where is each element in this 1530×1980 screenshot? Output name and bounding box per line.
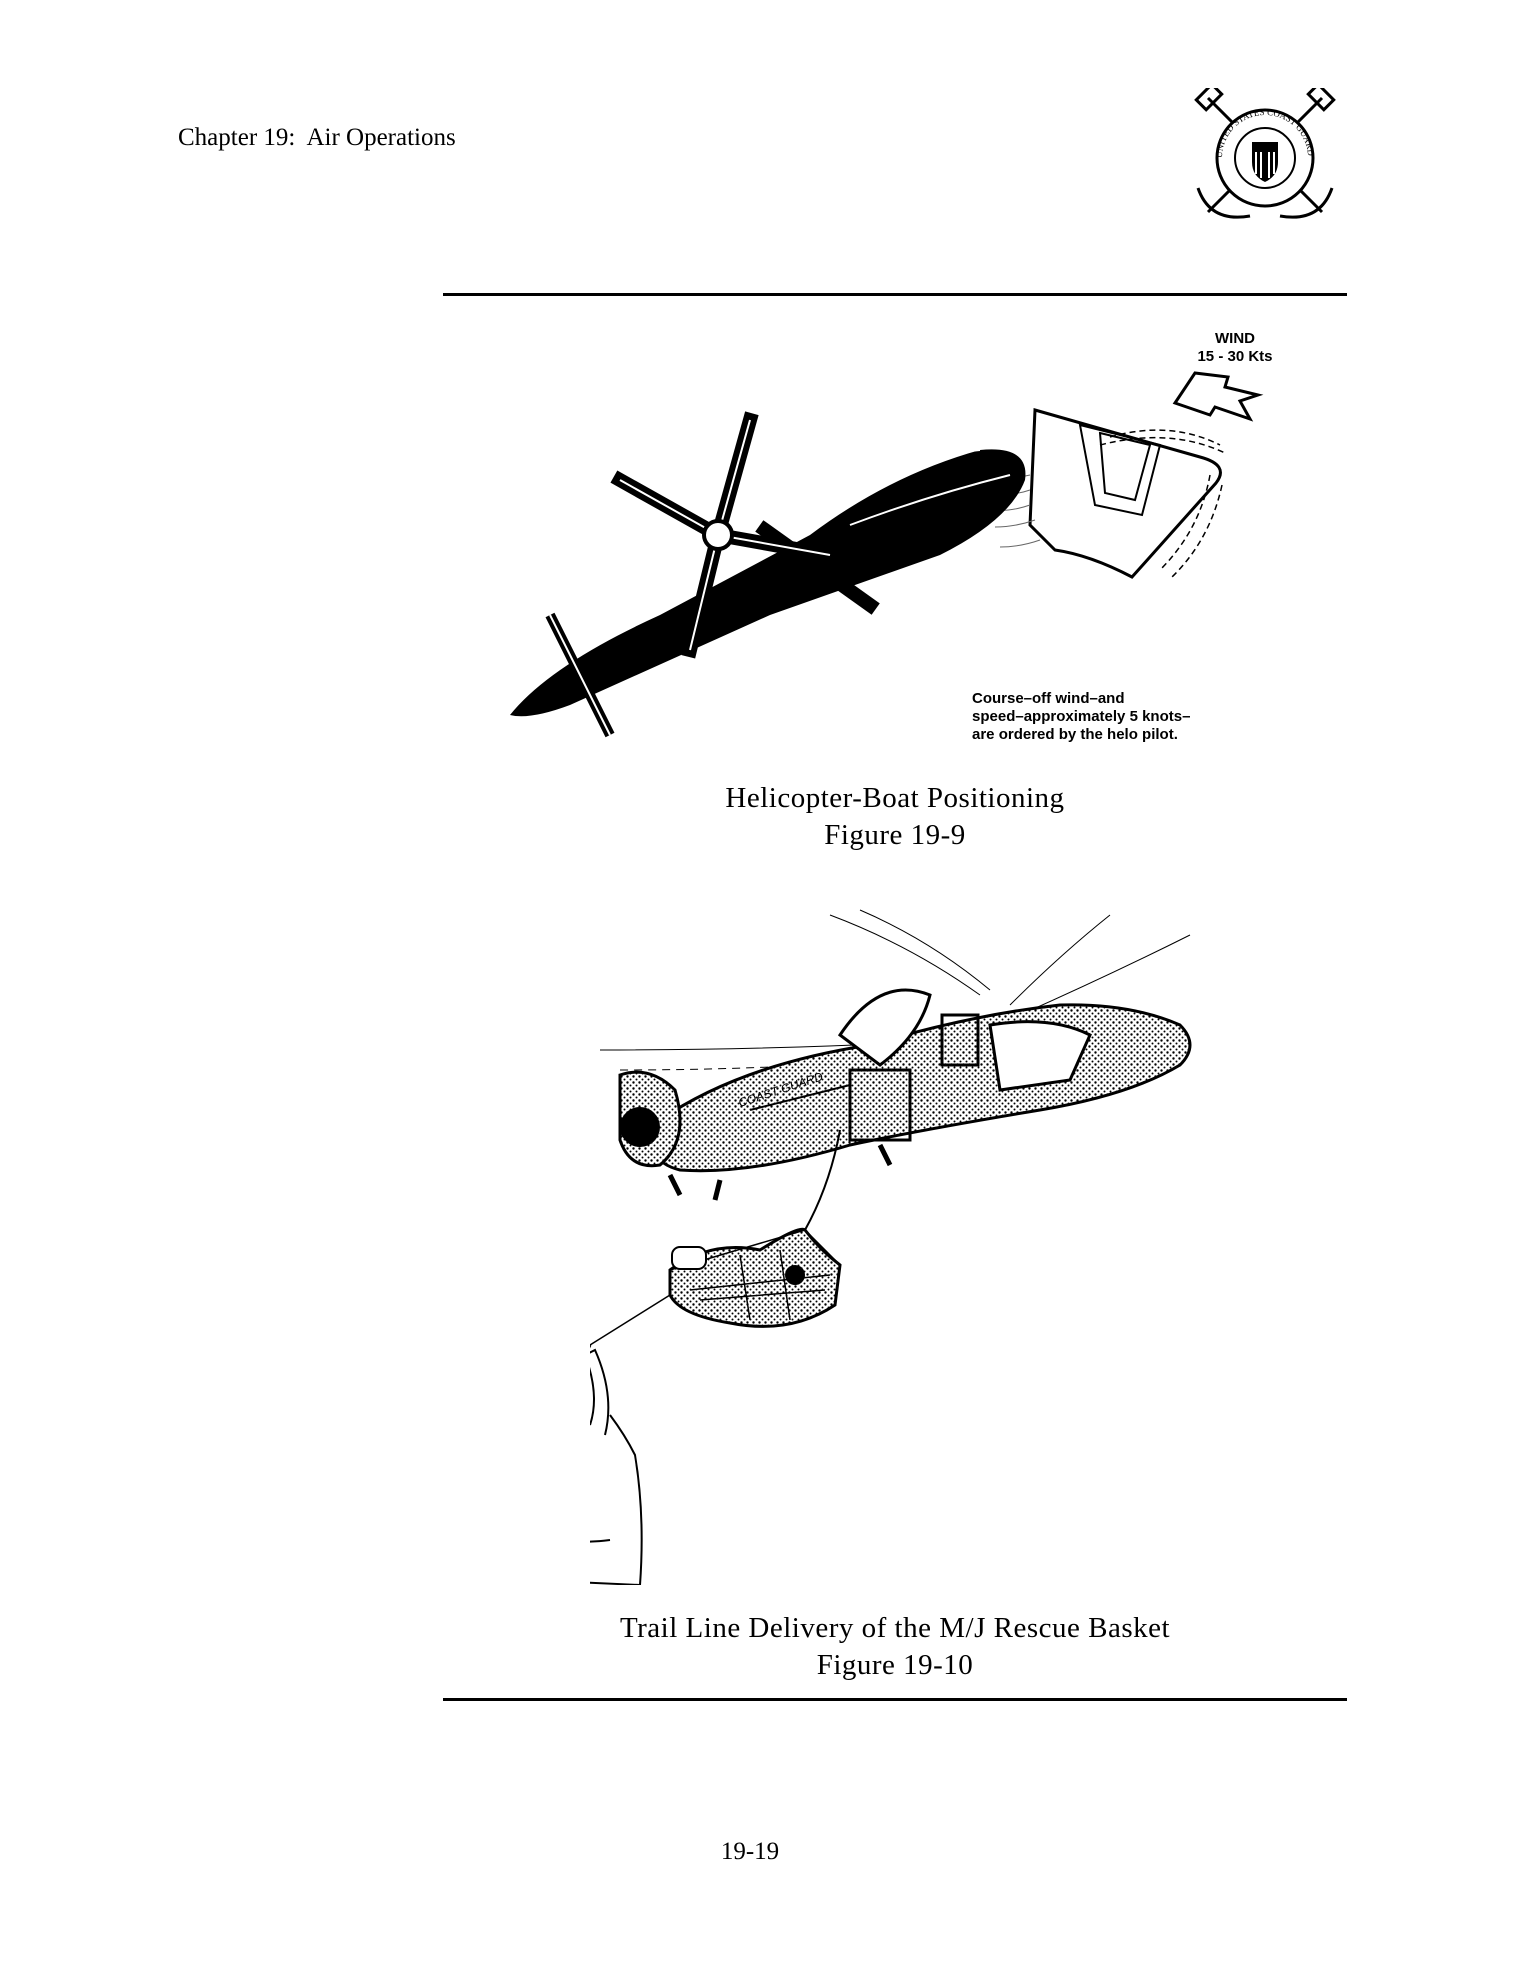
figure-9-title: Helicopter-Boat Positioning xyxy=(725,782,1065,814)
page-number: 19-19 xyxy=(720,1838,780,1865)
figure-10-number: Figure 19-10 xyxy=(816,1649,974,1681)
bottom-rule xyxy=(443,1698,1347,1701)
wind-arrow-icon xyxy=(1172,371,1264,422)
coast-guard-helicopter-icon: COAST GUARD xyxy=(618,988,1192,1201)
pilot-order-note: Course–off wind–and speed–approximately … xyxy=(972,690,1195,743)
chapter-header: Chapter 19: Air Operations xyxy=(178,124,456,151)
coast-guard-seal-logo: UNITED STATES COAST GUARD 1790 xyxy=(1190,88,1336,219)
figure-9-caption: Helicopter-Boat Positioning Figure 19-9 xyxy=(443,780,1347,854)
rescue-basket-icon xyxy=(668,1227,842,1328)
deck-crewman-icon xyxy=(590,1345,643,1585)
helicopter-top-view-icon xyxy=(510,411,1026,738)
wind-label: WIND xyxy=(1215,330,1255,347)
figure-10-caption: Trail Line Delivery of the M/J Rescue Ba… xyxy=(443,1610,1347,1684)
figure-9-number: Figure 19-9 xyxy=(824,819,966,851)
top-rule xyxy=(443,293,1347,296)
trail-line-delivery-illustration: COAST GUARD xyxy=(590,909,1192,1585)
figure-10-title: Trail Line Delivery of the M/J Rescue Ba… xyxy=(619,1612,1171,1644)
wind-speed-label: 15 - 30 Kts xyxy=(1197,348,1272,365)
helicopter-boat-positioning-illustration: WIND 15 - 30 Kts xyxy=(510,330,1273,743)
